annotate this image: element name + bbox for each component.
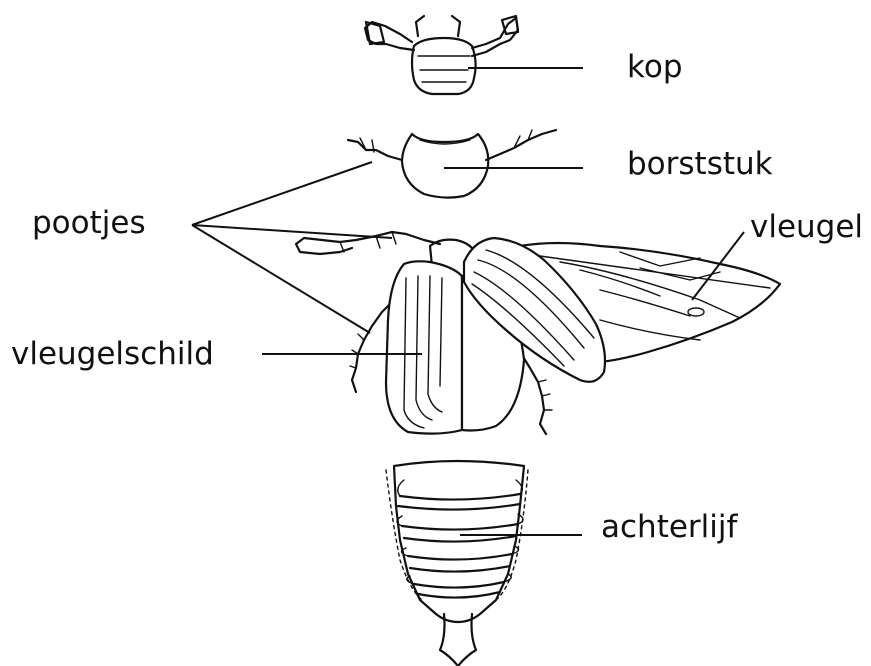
label-borststuk: borststuk [627,149,773,180]
elytron-left-drawing [386,261,462,433]
label-vleugelschild: vleugelschild [11,339,214,370]
label-kop: kop [627,52,683,83]
label-vleugel: vleugel [750,212,863,243]
thorax-drawing [348,130,556,198]
head-drawing [365,16,518,94]
label-pootjes: pootjes [32,208,146,239]
label-achterlijf: achterlijf [601,512,737,543]
pootjes-leader-lines [192,162,392,333]
abdomen-drawing [386,461,528,666]
